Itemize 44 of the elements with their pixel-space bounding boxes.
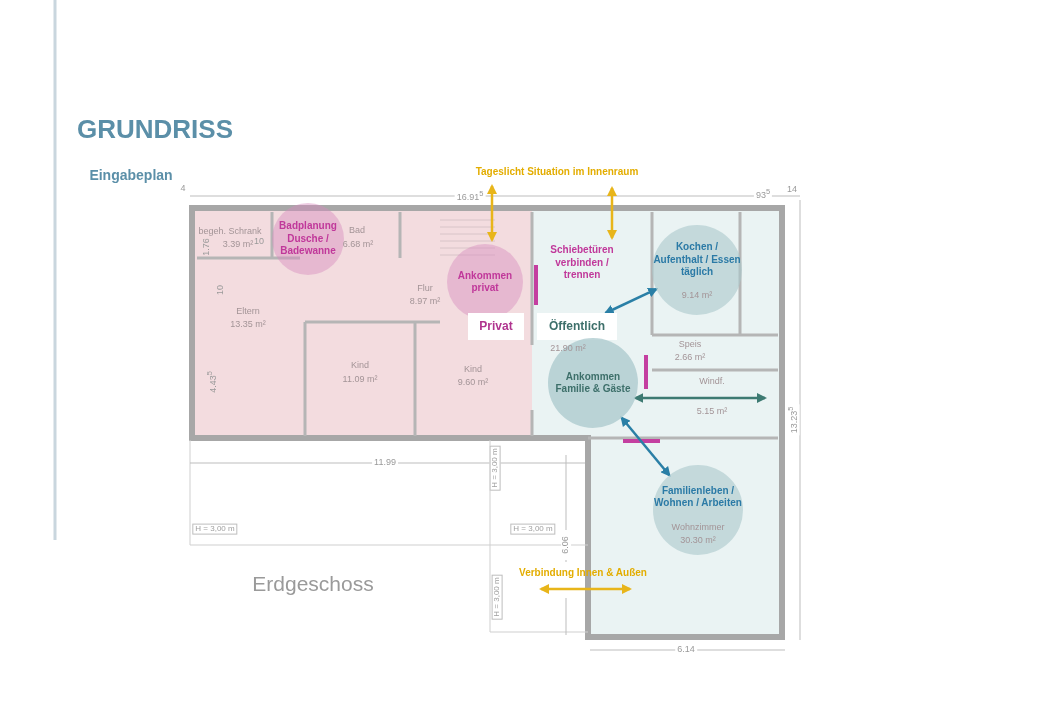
double-arrow — [603, 288, 659, 315]
room-label: Eltern — [236, 307, 260, 317]
room-label: 5.15 m² — [696, 407, 728, 417]
annotation-text: Schiebetüren verbinden / trennen — [540, 239, 624, 287]
room-label: Flur — [417, 284, 433, 294]
height-note: H = 3,00 m — [491, 574, 503, 620]
double-arrow — [620, 416, 671, 477]
height-note: H = 3,00 m — [489, 445, 501, 491]
room-label: 8.97 m² — [409, 297, 441, 307]
floor-name: Erdgeschoss — [252, 572, 374, 596]
title: GRUNDRISS — [77, 114, 233, 145]
room-label: 9.14 m² — [681, 291, 713, 301]
double-arrow — [633, 393, 767, 403]
room-label: Bad — [349, 226, 365, 236]
room-label: Speis — [678, 340, 702, 350]
room-label: 9.60 m² — [457, 378, 489, 388]
room-label: Wohnzimmer — [671, 523, 725, 533]
dimension-text: 6.14 — [675, 645, 697, 655]
room-label: Kind — [464, 365, 482, 375]
dimension-text: 6.06 — [561, 534, 571, 556]
room-label: 2.66 m² — [674, 353, 706, 363]
annotation-text: Verbindung Innen & Außen — [519, 566, 647, 578]
annotation-text: Tageslicht Situation im Innenraum — [475, 165, 639, 177]
height-note: H = 3,00 m — [510, 523, 556, 535]
dimension-text: 10 — [254, 237, 264, 247]
zone-circle: Badplanung Dusche / Badewanne — [272, 203, 344, 275]
height-note: H = 3,00 m — [192, 523, 238, 535]
room-label: 6.68 m² — [342, 240, 374, 250]
subtitle: Eingabeplan — [89, 168, 173, 184]
room-label: 11.09 m² — [342, 375, 378, 385]
dimension-text: 14 — [787, 185, 797, 195]
dimension-text: 10 — [216, 285, 226, 295]
dimension-text: 4 — [180, 184, 186, 194]
dimension-text: 16.91$^{5}$ — [454, 189, 486, 203]
dimension-text: 93$^{5}$ — [753, 187, 773, 201]
room-label: Windf. — [699, 377, 725, 387]
room-label: 3.39 m² — [222, 240, 254, 250]
room-label: Kind — [351, 361, 369, 371]
dimension-text: 1.76 — [202, 238, 212, 256]
zone-tag: Privat — [468, 313, 524, 340]
dimension-text: 11.99 — [372, 458, 398, 468]
zone-tag: Öffentlich — [537, 313, 617, 340]
room-label: begeh. Schrank — [198, 227, 262, 237]
room-label: 13.35 m² — [230, 320, 266, 330]
